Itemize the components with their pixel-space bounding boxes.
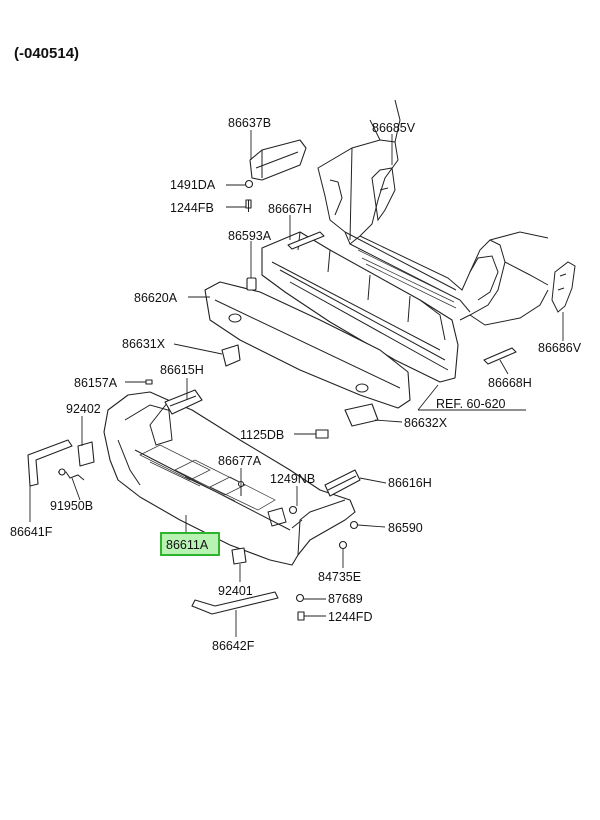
label-1491DA[interactable]: 1491DA [170,178,216,192]
clip-86593A [246,277,257,291]
label-86667H[interactable]: 86667H [268,202,312,216]
label-84735E[interactable]: 84735E [318,570,361,584]
bolt-1125DB [315,429,329,439]
part-labels: 86637B 86685V 1491DA 1244FB 86667H 86593… [10,116,582,653]
clip-1249NB [288,505,298,515]
bracket-86637B [249,139,307,181]
label-ref-60-620[interactable]: REF. 60-620 [436,397,506,411]
label-86620A[interactable]: 86620A [134,291,178,305]
label-86611A[interactable]: 86611A [166,538,209,552]
label-86686V[interactable]: 86686V [538,341,582,355]
label-86615H[interactable]: 86615H [160,363,204,377]
bumper-reinforcement-illustration [204,231,459,409]
label-86632X[interactable]: 86632X [404,416,448,430]
label-91950B[interactable]: 91950B [50,499,93,513]
moulding-86641F [27,439,73,487]
strip-86668H [483,347,517,365]
wire-91950B [58,468,85,481]
clip-86157A [145,379,153,385]
plug-84735E [338,540,348,550]
leader-lines [29,130,564,637]
bumper-cover-86611A [103,391,356,566]
bracket-92402 [77,441,95,467]
fastener-1491DA [244,179,254,189]
label-86641F[interactable]: 86641F [10,525,53,539]
label-86677A[interactable]: 86677A [218,454,262,468]
label-92401[interactable]: 92401 [218,584,253,598]
label-86616H[interactable]: 86616H [388,476,432,490]
label-86685V[interactable]: 86685V [372,121,416,135]
label-86593A[interactable]: 86593A [228,229,272,243]
bolt-1244FB [245,199,252,212]
label-1244FD[interactable]: 1244FD [328,610,372,624]
bracket-86615H [164,389,203,415]
label-86590[interactable]: 86590 [388,521,423,535]
bracket-86616H [324,469,361,497]
label-86642F[interactable]: 86642F [212,639,255,653]
label-1244FB[interactable]: 1244FB [170,201,214,215]
label-1249NB[interactable]: 1249NB [270,472,315,486]
nut-86590 [349,520,359,530]
bracket-92401 [231,547,247,565]
moulding-86642F [191,591,279,615]
selected-part-highlight [160,532,220,556]
label-86631X[interactable]: 86631X [122,337,166,351]
bracket-86632X [344,403,379,427]
label-86637B[interactable]: 86637B [228,116,271,130]
model-range-header: (-040514) [14,45,79,62]
label-92402[interactable]: 92402 [66,402,101,416]
label-1125DB[interactable]: 1125DB [240,428,284,442]
screw-1244FD [297,611,305,621]
bracket-86631X [221,344,241,367]
body-structure-illustration [317,99,576,326]
label-86668H[interactable]: 86668H [488,376,532,390]
strip-86667H [287,231,325,250]
label-87689[interactable]: 87689 [328,592,363,606]
clip-87689 [295,593,305,603]
label-86157A[interactable]: 86157A [74,376,118,390]
